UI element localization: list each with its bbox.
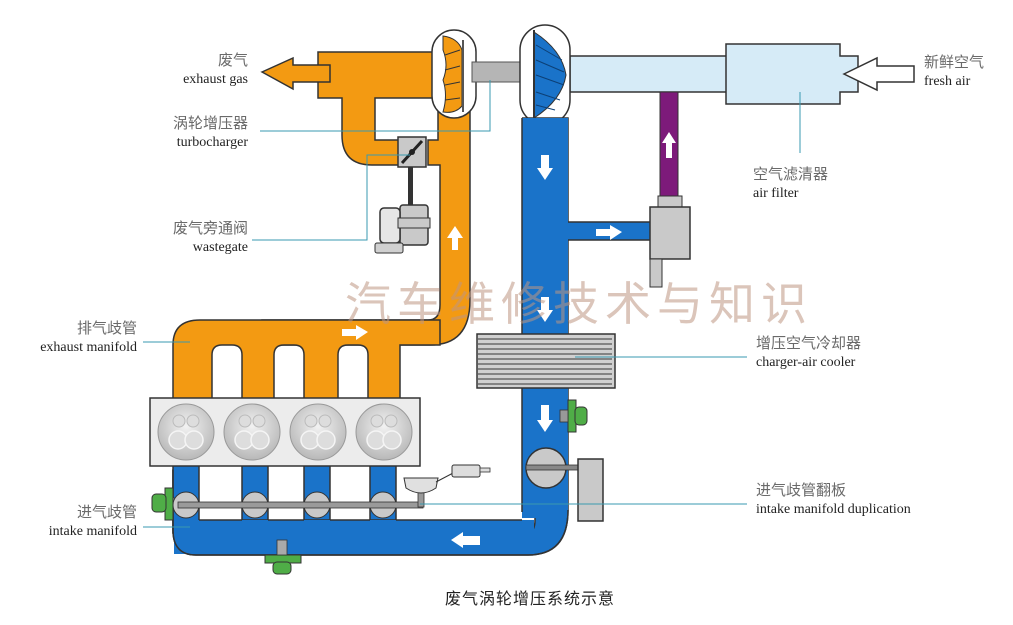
label-fresh-air-zh: 新鲜空气	[924, 53, 985, 71]
charger-air-cooler	[476, 333, 616, 389]
turbo-shaft	[471, 61, 525, 83]
cylinder-2	[223, 403, 281, 461]
intake-flow-left-arrow-icon	[451, 532, 480, 548]
label-exhaust-gas-en: exhaust gas	[183, 72, 248, 87]
label-intake-manifold-flap-en: intake manifold duplication	[756, 502, 911, 517]
label-exhaust-manifold-zh: 排气歧管	[76, 319, 137, 337]
intake-flow-down-arrow-1-icon	[537, 155, 553, 180]
label-turbocharger-en: turbocharger	[176, 135, 248, 150]
label-intake-manifold-flap: 进气歧管翻板 intake manifold duplication	[756, 480, 976, 520]
label-exhaust-manifold: 排气歧管 exhaust manifold	[5, 318, 137, 358]
label-exhaust-gas: 废气 exhaust gas	[150, 50, 248, 90]
turbine-wheel-icon	[442, 35, 464, 113]
recirculation-valve	[649, 195, 691, 288]
cylinder-4	[355, 403, 413, 461]
label-intake-manifold-zh: 进气歧管	[76, 503, 137, 521]
intake-flow-down-arrow-3-icon	[537, 405, 553, 432]
intake-flow-right-arrow-icon	[596, 225, 622, 240]
label-wastegate: 废气旁通阀 wastegate	[130, 218, 248, 258]
intake-flap-mechanism	[172, 464, 491, 519]
compressor-wheel-icon	[533, 30, 567, 120]
label-exhaust-gas-zh: 废气	[217, 51, 248, 69]
leader-lines	[143, 80, 801, 528]
label-charger-air-cooler-zh: 增压空气冷却器	[756, 334, 862, 352]
boost-pressure-sensor	[559, 399, 588, 433]
fresh-air-pipe	[569, 55, 731, 93]
cylinder-1	[157, 403, 215, 461]
label-air-filter: 空气滤清器 air filter	[753, 164, 873, 204]
label-charger-air-cooler-en: charger-air cooler	[756, 355, 856, 370]
label-charger-air-cooler: 增压空气冷却器 charger-air cooler	[756, 333, 916, 373]
air-filter-housing	[725, 43, 859, 105]
label-fresh-air-en: fresh air	[924, 74, 971, 89]
leader-turbocharger	[260, 80, 491, 132]
vacuum-flow-up-arrow-icon	[662, 132, 676, 158]
label-wastegate-en: wastegate	[192, 240, 248, 255]
label-air-filter-zh: 空气滤清器	[753, 165, 829, 183]
label-wastegate-zh: 废气旁通阀	[172, 219, 248, 237]
intake-pressure-sensor	[264, 539, 302, 575]
wastegate-assembly	[374, 136, 431, 254]
exhaust-outlet-pipe	[317, 51, 449, 166]
label-intake-manifold: 进气歧管 intake manifold	[5, 502, 137, 542]
intake-flow-down-arrow-2-icon	[537, 297, 553, 322]
diagram-caption: 废气涡轮增压系统示意	[445, 589, 616, 608]
label-intake-manifold-en: intake manifold	[48, 524, 137, 539]
leader-wastegate	[252, 154, 410, 241]
wastegate-rod	[408, 167, 413, 207]
label-intake-manifold-flap-zh: 进气歧管翻板	[756, 481, 847, 499]
exhaust-flow-up-arrow-icon	[447, 226, 463, 250]
throttle-valve	[525, 447, 604, 522]
label-turbocharger-zh: 涡轮增压器	[172, 114, 248, 132]
engine-block	[149, 397, 421, 467]
exhaust-flow-right-arrow-icon	[342, 325, 368, 340]
label-air-filter-en: air filter	[753, 186, 799, 201]
watermark-text: 汽车维修技术与知识	[345, 277, 813, 331]
cylinder-3	[289, 403, 347, 461]
label-fresh-air: 新鲜空气 fresh air	[924, 52, 1013, 92]
fresh-air-arrow-icon	[842, 56, 915, 92]
label-exhaust-manifold-en: exhaust manifold	[40, 340, 137, 355]
fresh-air-path	[569, 43, 915, 105]
exhaust-manifold	[172, 319, 441, 401]
label-turbocharger: 涡轮增压器 turbocharger	[130, 113, 248, 153]
exhaust-gas-arrow-icon	[260, 56, 331, 91]
